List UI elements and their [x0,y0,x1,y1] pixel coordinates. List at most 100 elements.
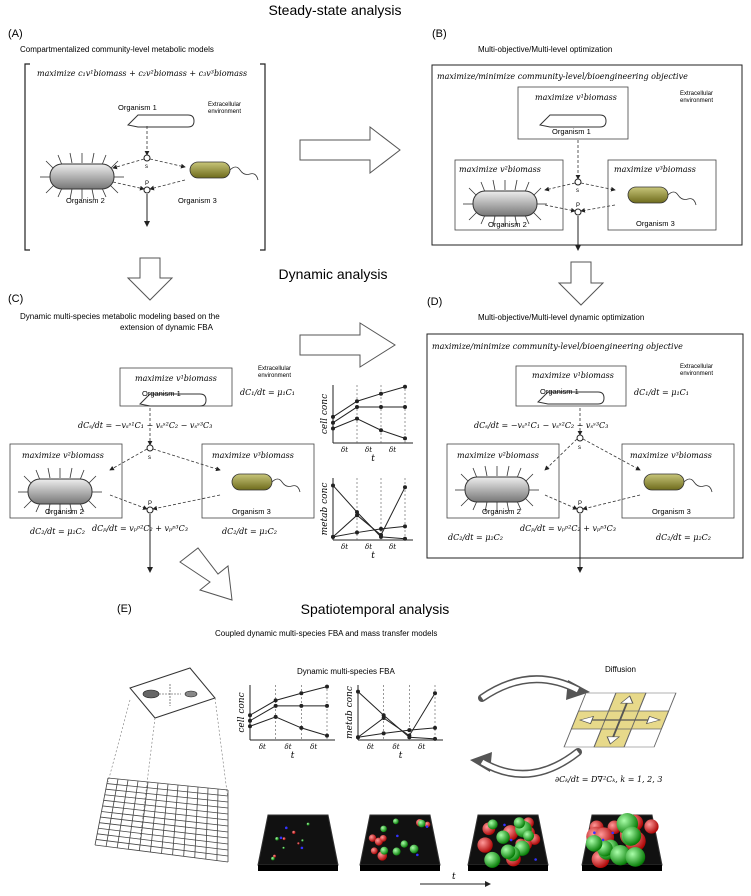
panel-caption-line1: Dynamic multi-species metabolic modeling… [20,312,220,321]
eq-dc2-right: dC₂/dt = μ₂C₂ [656,533,711,542]
panel-c: (C) Dynamic multi-species metabolic mode… [8,293,315,573]
org-1-objective: maximize v¹biomass [135,374,217,383]
series-line-1 [332,386,406,418]
tick-label-dt: δt [341,446,348,454]
eq-dc2-right: dC₂/dt = μ₂C₂ [222,527,277,536]
data-point [403,485,407,490]
arrow-a-to-c [126,257,174,301]
panel-label: (E) [117,603,132,615]
data-point [355,513,359,518]
panel-d: (D) Multi-objective/Multi-level dynamic … [426,296,744,573]
data-point [355,530,359,535]
data-point [355,405,359,410]
panel-label: (C) [8,293,23,305]
panel-e: (E) Coupled dynamic multi-species FBA an… [94,603,677,887]
node-p-label: P [145,181,149,187]
env-label-1: Extracellular [258,366,291,372]
data-point [403,524,407,529]
organism-1-label: Organism 1 [118,103,157,112]
org-1-objective: maximize v¹biomass [535,93,617,102]
organism-3-cell [189,161,259,181]
objective-text: maximize/minimize community-level/bioeng… [432,342,683,351]
node-s [143,154,151,162]
org-3-objective: maximize v³biomass [614,165,696,174]
outer-box [426,333,744,559]
organism-3-label: Organism 3 [652,507,691,516]
series-line-2 [357,692,436,738]
tick-label-dt: δt [310,743,317,751]
panel-a: (A) Compartmentalized community-level me… [8,28,266,251]
mini-model-card [129,667,216,719]
panel-label: (B) [432,28,447,40]
data-point [331,534,335,539]
eq-dc2-left: dC₂/dt = μ₂C₂ [448,533,503,542]
env-label-1: Extracellular [208,102,241,108]
data-point [248,724,252,729]
data-point [379,405,383,410]
org-1-objective: maximize v¹biomass [532,371,614,380]
data-point [299,691,304,696]
grid-line [216,788,219,861]
data-point [273,714,278,719]
organism-2-cell [39,152,125,200]
env-label-1: Extracellular [680,364,713,370]
organism-2-label: Organism 2 [45,507,84,516]
section-title-spatiotemporal: Spatiotemporal analysis [301,601,450,617]
org-2-objective: maximize v²biomass [459,165,541,174]
org-2-box [454,159,564,231]
x-axis-label: t [371,551,375,561]
data-point [325,684,329,689]
organism-1-cell [127,114,195,128]
org-3-box [621,443,735,519]
data-point [381,713,386,718]
section-title-steady-state: Steady-state analysis [268,2,401,18]
series-line-2 [332,406,405,424]
data-point [299,725,304,730]
data-point [403,405,407,410]
data-point [331,426,335,431]
tick-label-dt: δt [389,446,396,454]
data-point [433,725,437,730]
eq-dc2-left: dC₂/dt = μ₂C₂ [30,527,85,536]
diffusion-grid [563,692,677,748]
data-point [273,703,278,708]
x-axis-label: t [371,454,375,464]
data-point [325,733,329,738]
spatial-grid [94,777,229,863]
data-point [331,420,335,425]
arrow-a-to-b [299,125,401,175]
data-point [355,416,359,421]
y-axis-label: cell conc [237,692,247,732]
org-2-box [9,443,123,519]
microscopy-tile [467,814,549,871]
node-p [143,186,151,194]
organism-2-label: Organism 2 [488,220,527,229]
data-point [403,436,407,441]
data-point [381,716,386,720]
section-title-dynamic: Dynamic analysis [279,266,388,282]
node-s-label: s [578,445,581,451]
env-label-1: Extracellular [680,91,713,97]
panel-caption: Compartmentalized community-level metabo… [20,45,214,54]
data-point [403,536,407,541]
org-2-box [446,443,560,519]
eq-dcs: dCₛ/dt = −vₛˢ¹C₁ − vₛˢ²C₂ − vₛˢ³C₃ [474,421,608,430]
env-label-2: environment [208,109,241,115]
data-point [379,391,383,396]
eq-dc1: dC₁/dt = μ₁C₁ [240,388,295,397]
data-point [379,533,383,538]
tick-label-dt: δt [367,743,374,751]
outer-box [431,64,743,246]
data-point [299,703,304,708]
tick-label-dt: δt [389,543,396,551]
arrow-c-to-d [299,322,396,368]
organism-1-label: Organism 1 [552,127,591,136]
data-point [248,718,252,723]
x-axis-label: t [291,751,295,761]
panel-caption: Multi-objective/Multi-level dynamic opti… [478,313,644,322]
series-line-3 [332,418,406,439]
node-s [574,178,582,186]
organism-1-label: Organism 1 [142,389,181,398]
node-s-label: s [576,188,579,194]
data-point [407,733,412,738]
